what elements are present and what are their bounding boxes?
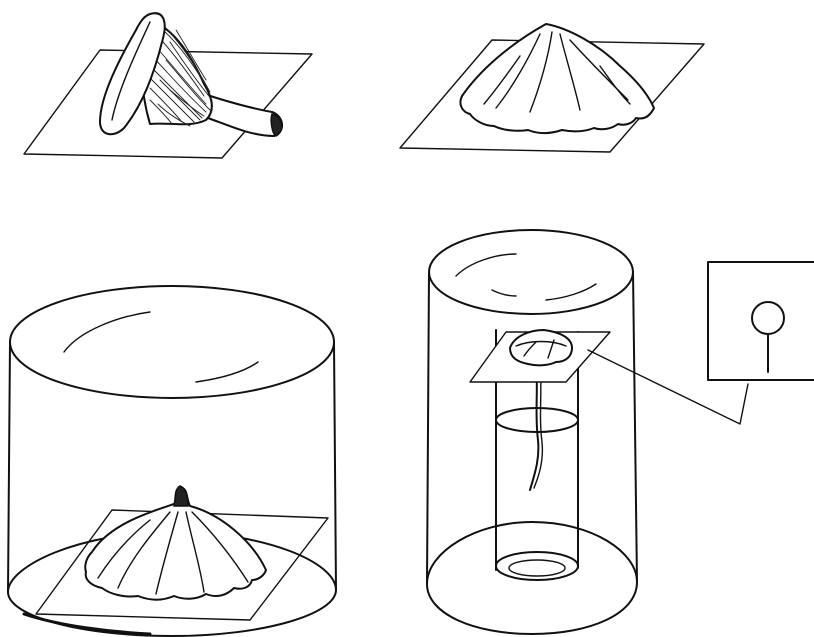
bowl-base-rim — [427, 522, 637, 634]
bowl-left-side — [8, 342, 10, 592]
bowl-left-side — [427, 272, 429, 584]
bowl-right-side — [334, 342, 336, 590]
bowl-right-side — [633, 272, 637, 582]
cap-knob — [174, 486, 188, 506]
inset-box — [708, 262, 814, 380]
bowl-top-rim — [10, 286, 334, 398]
panel-cap-under-bowl — [8, 286, 336, 636]
panel-chanterelle-on-paper — [24, 13, 312, 158]
panel-cap-over-jar — [427, 230, 814, 634]
mushroom-cap — [460, 24, 654, 133]
panel-cap-on-paper — [400, 24, 704, 152]
